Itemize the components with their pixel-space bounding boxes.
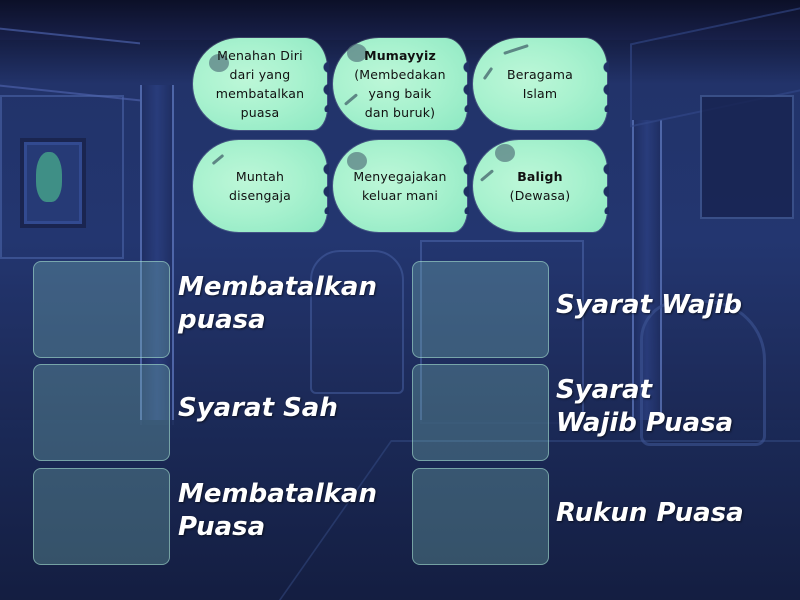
drop-slot-syarat-wajib-puasa[interactable] [412, 364, 549, 461]
target-label: Syarat Wajib [556, 290, 742, 320]
target-label: Membatalkan Puasa [178, 479, 377, 542]
drop-slot-syarat-sah[interactable] [33, 364, 170, 461]
wall-panel-right [700, 95, 794, 219]
ghost-mark [211, 153, 225, 166]
pillar-right [632, 120, 662, 420]
answer-card[interactable]: Beragama Islam [473, 38, 609, 130]
card-text: Menyegajakan keluar mani [353, 169, 447, 203]
vase-painting-icon [36, 152, 62, 202]
drop-slot-rukun-puasa[interactable] [412, 468, 549, 565]
target-label: Rukun Puasa [556, 498, 744, 528]
ghost-mark [479, 169, 495, 182]
side-table [310, 250, 404, 394]
answer-card[interactable]: Baligh (Dewasa) [473, 140, 609, 232]
drop-slot-syarat-wajib[interactable] [412, 261, 549, 358]
target-label: Syarat Wajib Puasa [556, 375, 734, 438]
answer-card[interactable]: Mumayyiz (Membedakan yang baik dan buruk) [333, 38, 469, 130]
armchair [640, 300, 766, 446]
card-text: Menahan Diri dari yang membatalkan puasa [215, 48, 305, 120]
drop-slot-membatalkan-puasa-1[interactable] [33, 261, 170, 358]
card-title: Mumayyiz [364, 48, 436, 63]
card-title: Baligh [517, 169, 563, 184]
card-text: (Membedakan yang baik dan buruk) [354, 67, 446, 120]
target-label: Membatalkan puasa [178, 272, 377, 335]
answer-card[interactable]: Menyegajakan keluar mani [333, 140, 469, 232]
card-text: (Dewasa) [509, 188, 571, 203]
answer-card[interactable]: Menahan Diri dari yang membatalkan puasa [193, 38, 329, 130]
ghost-mark [503, 44, 529, 55]
card-text: Muntah disengaja [228, 169, 292, 203]
card-text: Beragama Islam [506, 67, 574, 101]
ghost-mark [482, 66, 494, 81]
wall-panel [0, 95, 124, 259]
answer-card[interactable]: Muntah disengaja [193, 140, 329, 232]
ceiling [0, 0, 800, 40]
floor [0, 420, 800, 600]
target-label: Syarat Sah [178, 393, 338, 423]
drop-slot-membatalkan-puasa-2[interactable] [33, 468, 170, 565]
